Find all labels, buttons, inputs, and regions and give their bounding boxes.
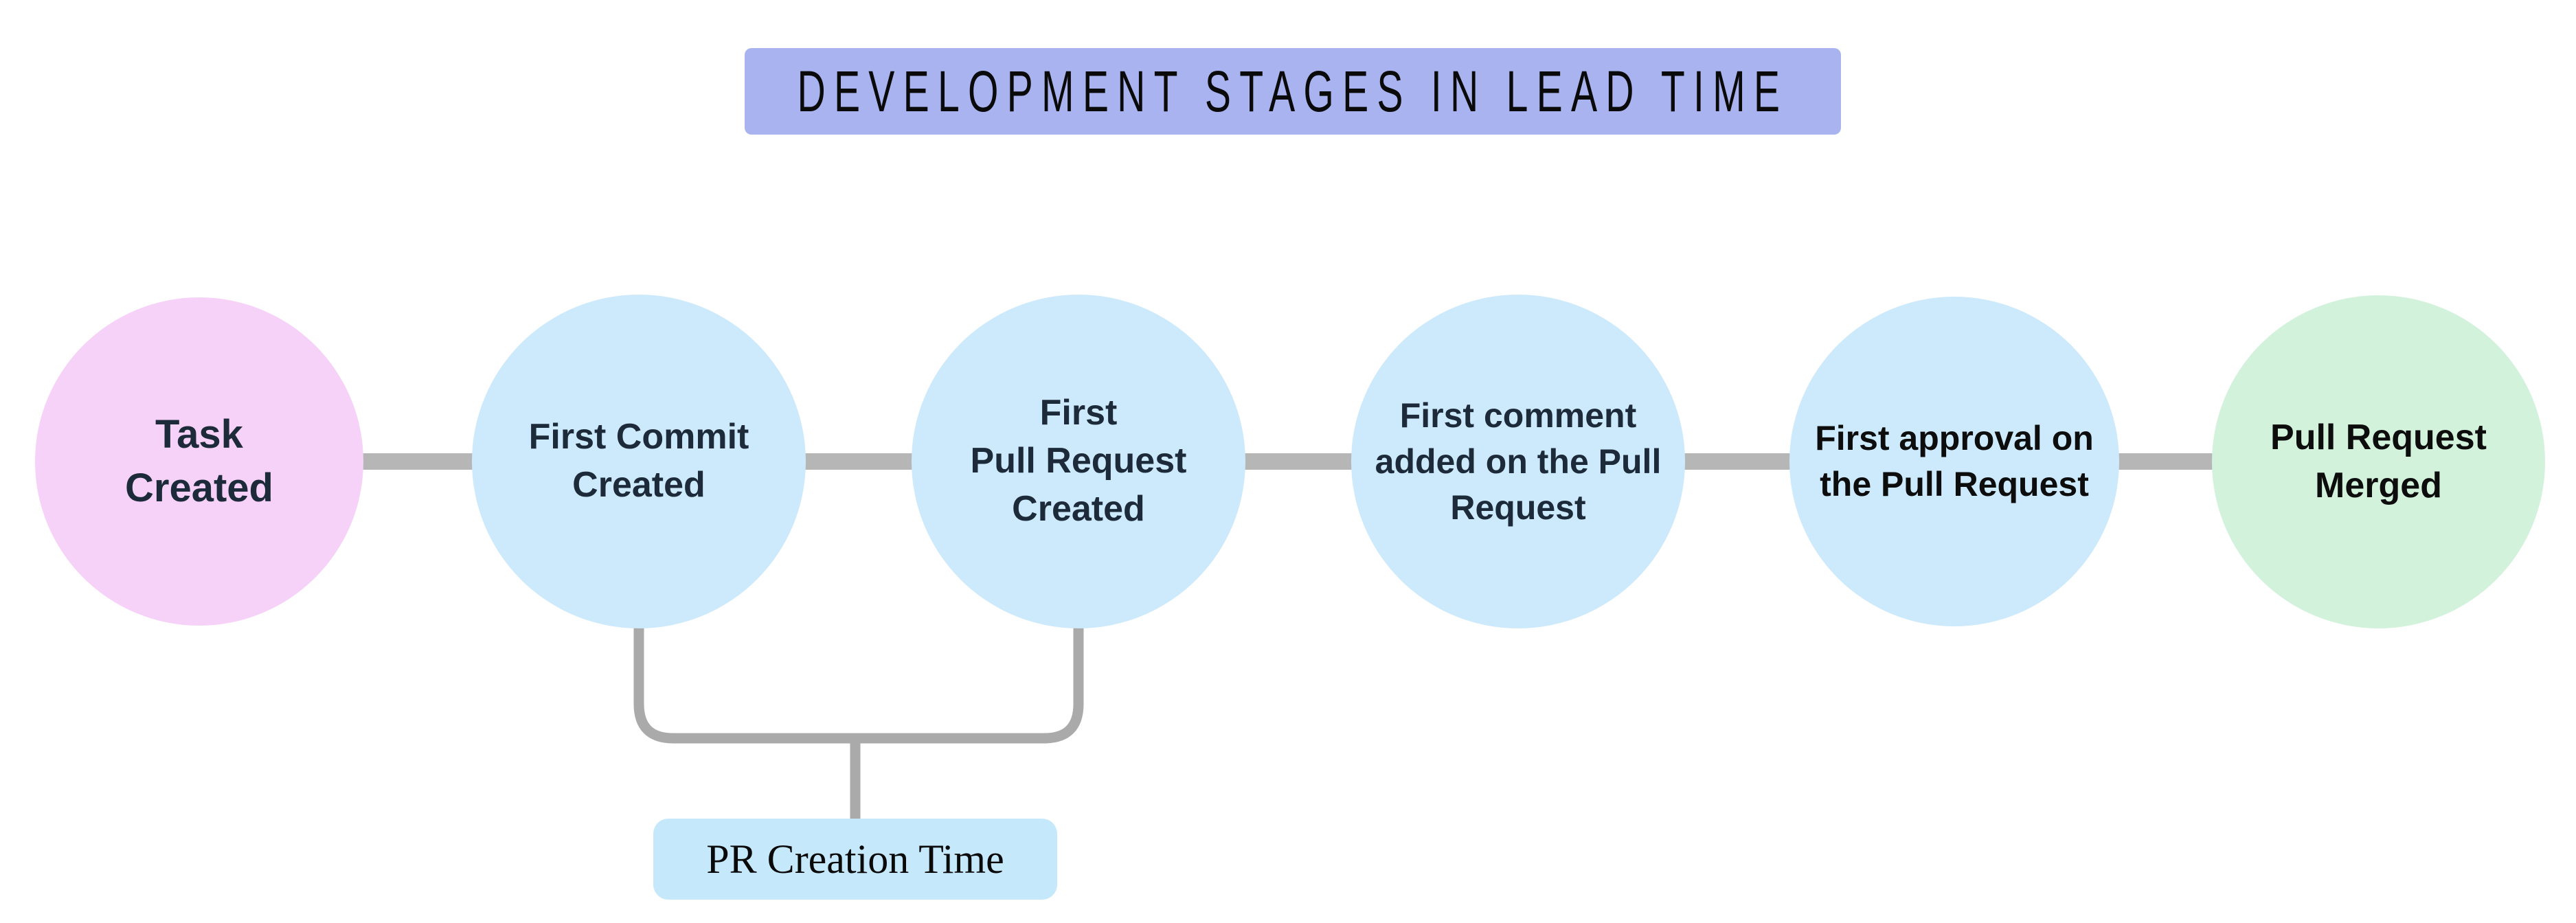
stage-label: First comment added on the Pull Request: [1375, 393, 1662, 531]
stage-label-line: Merged: [2315, 465, 2442, 505]
stage-label: First Pull Request Created: [971, 389, 1187, 533]
stage-label-line: First: [1039, 393, 1118, 433]
pr-creation-time-label: PR Creation Time: [653, 819, 1057, 900]
pr-creation-time-text: PR Creation Time: [706, 836, 1004, 882]
stage-label-line: the Pull Request: [1820, 465, 2089, 503]
stage-label-line: Created: [1012, 488, 1145, 529]
stage-label-line: Created: [572, 465, 705, 505]
stage-label: First approval on the Pull Request: [1815, 415, 2094, 508]
stage-label: First Commit Created: [529, 413, 749, 509]
pr-creation-bracket: [633, 622, 1084, 744]
stage-first-pull-request-created: First Pull Request Created: [912, 295, 1245, 628]
stage-label-line: Pull Request: [970, 441, 1187, 481]
stage-first-commit-created: First Commit Created: [472, 295, 806, 628]
stage-first-comment-added: First comment added on the Pull Request: [1351, 295, 1685, 628]
diagram-title-banner: DEVELOPMENT STAGES IN LEAD TIME: [745, 48, 1841, 135]
stage-label: Task Created: [125, 408, 273, 514]
stage-task-created: Task Created: [35, 297, 363, 626]
diagram-title-text: DEVELOPMENT STAGES IN LEAD TIME: [797, 58, 1789, 124]
stage-pull-request-merged: Pull Request Merged: [2212, 295, 2545, 628]
stage-label-line: added on the Pull: [1375, 442, 1662, 481]
stage-first-approval: First approval on the Pull Request: [1789, 297, 2119, 626]
stage-label-line: Pull Request: [2270, 417, 2487, 457]
stage-label-line: First comment: [1399, 396, 1637, 435]
stage-label-line: Request: [1450, 488, 1586, 527]
stage-label-line: Task: [155, 412, 243, 457]
stage-label: Pull Request Merged: [2270, 414, 2487, 510]
stage-label-line: First approval on: [1815, 419, 2094, 457]
stage-label-line: Created: [125, 466, 273, 510]
stage-label-line: First Commit: [528, 417, 749, 457]
